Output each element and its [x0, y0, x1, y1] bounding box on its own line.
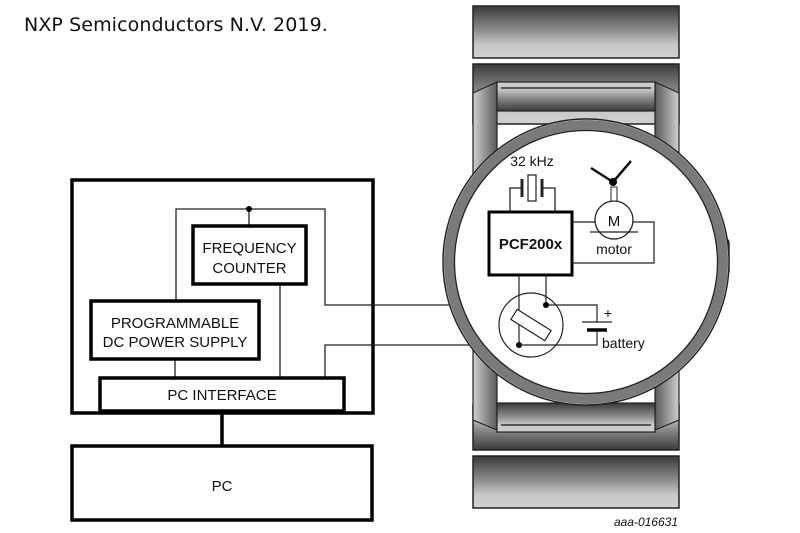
pc-box	[70, 444, 374, 522]
pcf200x-chip-box	[487, 210, 574, 277]
junction-dot	[246, 206, 252, 212]
pc-interface-label: PC INTERFACE	[167, 387, 276, 404]
test-setup: FREQUENCY COUNTER PROGRAMMABLE DC POWER …	[70, 178, 548, 522]
copyright-notice: NXP Semiconductors N.V. 2019.	[24, 14, 328, 36]
power-supply-box	[89, 299, 261, 361]
battery-label: battery	[602, 335, 645, 351]
motor-symbol-letter: M	[608, 213, 621, 230]
motor-wiring	[572, 221, 655, 264]
watch-hands	[590, 160, 632, 184]
battery-plus-sign: +	[604, 305, 612, 321]
hands-pivot	[609, 178, 617, 186]
wiring	[174, 208, 548, 378]
motor-shaft	[610, 186, 618, 202]
strap-top-link	[496, 81, 656, 112]
watch-dial	[453, 129, 719, 395]
crystal-frequency-label: 32 kHz	[510, 153, 554, 169]
test-contact-pad	[510, 308, 552, 342]
strap-top-outer	[472, 5, 680, 59]
figure-id: aaa-016631	[614, 515, 678, 529]
watch: 32 kHz PCF200x M motor	[442, 5, 730, 509]
pc-interface-box	[98, 376, 346, 413]
chip-label: PCF200x	[499, 236, 563, 253]
watch-bezel	[444, 120, 728, 404]
frequency-counter-label-line2: COUNTER	[212, 260, 286, 277]
frequency-counter-label-line1: FREQUENCY	[202, 240, 296, 257]
motor-label: motor	[596, 241, 632, 257]
test-contact-circle	[498, 292, 564, 358]
strap-bottom-outer	[472, 455, 680, 509]
power-supply-label-line1: PROGRAMMABLE	[111, 315, 239, 332]
frequency-counter-box	[191, 224, 308, 286]
pc-label: PC	[212, 478, 233, 495]
crystal-oscillator	[509, 174, 556, 212]
strap-bottom-link	[496, 402, 656, 433]
battery-wiring	[518, 304, 598, 346]
contact-dot-top	[543, 302, 549, 308]
power-supply-label-line2: DC POWER SUPPLY	[103, 334, 248, 351]
